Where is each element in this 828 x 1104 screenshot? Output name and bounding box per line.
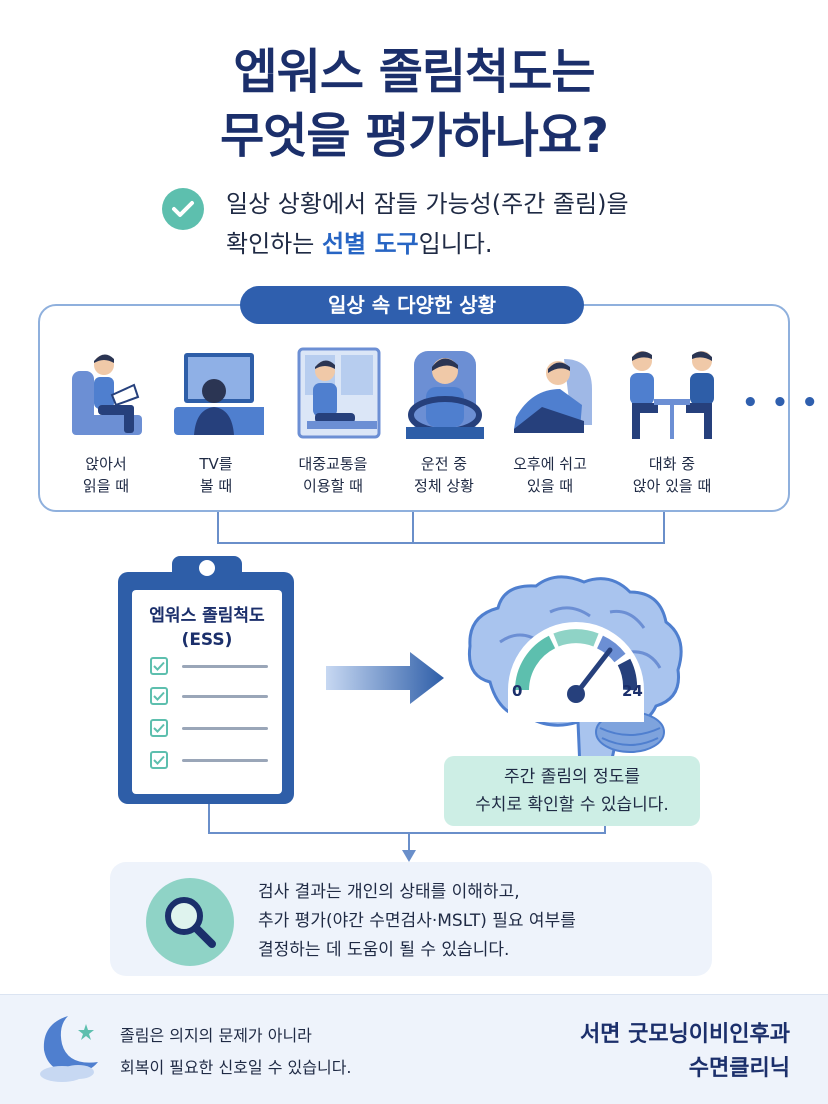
result-line-1: 주간 졸림의 정도를 bbox=[504, 767, 640, 787]
search-circle bbox=[146, 878, 234, 966]
checklist-row bbox=[150, 686, 268, 706]
intro-line-2-post: 입니다. bbox=[418, 230, 493, 258]
checkbox-icon bbox=[150, 719, 168, 737]
footer bbox=[0, 994, 828, 1104]
gauge-min-label: 0 bbox=[512, 682, 523, 700]
checklist-line bbox=[182, 664, 268, 668]
checklist-line bbox=[182, 694, 268, 698]
connector-line bbox=[663, 512, 665, 544]
clinic-line-1: 서면 굿모닝이비인후과 bbox=[579, 1022, 790, 1047]
public-transport-icon bbox=[297, 347, 381, 439]
intro-line-2: 확인하는 선별 도구입니다. bbox=[226, 224, 629, 264]
tv-watching-icon bbox=[174, 353, 264, 435]
clipboard-clip-hole bbox=[199, 560, 215, 576]
conclusion-text: 검사 결과는 개인의 상태를 이해하고, 추가 평가(야간 수면검사·MSLT)… bbox=[258, 878, 698, 965]
result-box: 주간 졸림의 정도를 수치로 확인할 수 있습니다. bbox=[444, 756, 700, 826]
conclusion-line-3: 결정하는 데 도움이 될 수 있습니다. bbox=[258, 940, 510, 960]
result-line-2: 수치로 확인할 수 있습니다. bbox=[475, 795, 669, 815]
intro-text: 일상 상황에서 잠들 가능성(주간 졸림)을 확인하는 선별 도구입니다. bbox=[226, 184, 629, 264]
reading-person-icon bbox=[72, 354, 142, 435]
moon-icon bbox=[40, 1016, 98, 1082]
connector-line bbox=[604, 826, 606, 834]
arrow-right-icon bbox=[326, 652, 444, 704]
connector-line bbox=[208, 832, 606, 834]
page-title: 엡워스 졸림척도는 무엇을 평가하나요? bbox=[0, 40, 828, 168]
clinic-name: 서면 굿모닝이비인후과 수면클리닉 bbox=[520, 1018, 790, 1086]
connector-line bbox=[208, 804, 210, 834]
connector-line bbox=[217, 512, 219, 544]
footer-message: 졸림은 의지의 문제가 아니라 회복이 필요한 신호일 수 있습니다. bbox=[120, 1020, 440, 1084]
resting-icon bbox=[514, 359, 592, 433]
intro-highlight: 선별 도구 bbox=[321, 230, 419, 258]
title-line-2: 무엇을 평가하나요? bbox=[220, 108, 609, 164]
driving-icon bbox=[406, 351, 484, 439]
intro-line-1: 일상 상황에서 잠들 가능성(주간 졸림)을 bbox=[226, 190, 629, 218]
situation-item: 앉아서 읽을 때 bbox=[48, 345, 164, 497]
situation-label: 오후에 쉬고 있을 때 bbox=[513, 455, 587, 495]
intro: 일상 상황에서 잠들 가능성(주간 졸림)을 확인하는 선별 도구입니다. bbox=[162, 184, 722, 264]
checklist-row bbox=[150, 750, 268, 770]
situation-item: 오후에 쉬고 있을 때 bbox=[492, 345, 608, 497]
arrow-down-icon bbox=[402, 850, 416, 862]
checkbox-icon bbox=[150, 657, 168, 675]
title-line-1: 엡워스 졸림척도는 bbox=[233, 44, 596, 100]
connector-line bbox=[412, 512, 414, 544]
conclusion-line-2: 추가 평가(야간 수면검사·MSLT) 필요 여부를 bbox=[258, 911, 576, 931]
clipboard-title: 엡워스 졸림척도 (ESS) bbox=[149, 606, 265, 650]
checkbox-icon bbox=[150, 687, 168, 705]
situation-item: 운전 중 정체 상황 bbox=[386, 345, 502, 497]
brain-gauge-icon bbox=[467, 575, 683, 768]
situation-item: 대중교통을 이용할 때 bbox=[275, 345, 391, 497]
checklist-row bbox=[150, 656, 268, 676]
check-circle-icon bbox=[162, 188, 204, 230]
situation-label: TV를 볼 때 bbox=[199, 455, 233, 495]
magnifier-icon bbox=[165, 897, 216, 948]
situation-label: 대화 중 앉아 있을 때 bbox=[632, 455, 712, 495]
checkbox-icon bbox=[150, 751, 168, 769]
checklist-line bbox=[182, 758, 268, 762]
clinic-line-2: 수면클리닉 bbox=[688, 1056, 790, 1081]
situation-label: 앉아서 읽을 때 bbox=[82, 455, 130, 495]
more-dots: • • • bbox=[742, 388, 820, 418]
footer-line-2: 회복이 필요한 신호일 수 있습니다. bbox=[120, 1058, 352, 1077]
checklist-line bbox=[182, 726, 268, 730]
situation-item: TV를 볼 때 bbox=[158, 345, 274, 497]
gauge-max-label: 24 bbox=[622, 682, 643, 700]
footer-line-1: 졸림은 의지의 문제가 아니라 bbox=[120, 1026, 312, 1045]
connector-line bbox=[217, 542, 665, 544]
intro-line-2-pre: 확인하는 bbox=[226, 230, 322, 258]
conversation-icon bbox=[630, 351, 714, 439]
checklist-row bbox=[150, 718, 268, 738]
situation-label: 대중교통을 이용할 때 bbox=[298, 455, 368, 495]
situation-item: 대화 중 앉아 있을 때 bbox=[614, 345, 730, 497]
situation-label: 운전 중 정체 상황 bbox=[414, 455, 474, 495]
situations-header: 일상 속 다양한 상황 bbox=[240, 286, 584, 324]
connector-line bbox=[408, 832, 410, 854]
conclusion-line-1: 검사 결과는 개인의 상태를 이해하고, bbox=[258, 882, 520, 902]
